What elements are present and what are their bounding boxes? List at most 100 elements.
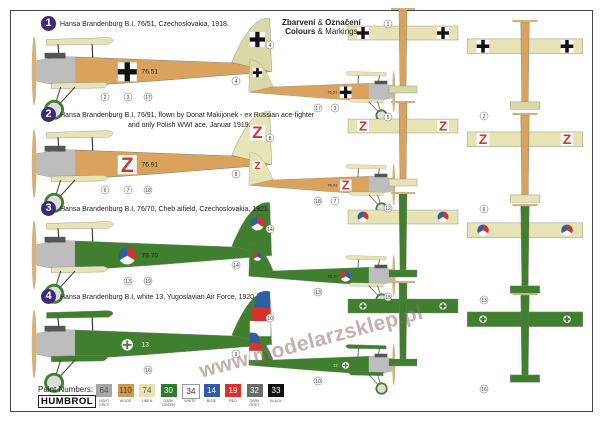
fuselage bbox=[249, 266, 393, 286]
z-marking: Z bbox=[121, 154, 134, 177]
callout-number: 19 bbox=[145, 279, 151, 285]
callout-number: 3 bbox=[127, 95, 130, 101]
swatch-label: LIGHT GREY bbox=[98, 399, 110, 407]
serial-number: 13 bbox=[333, 362, 338, 367]
fuselage bbox=[520, 205, 530, 289]
lower-wing bbox=[51, 82, 108, 90]
engine bbox=[374, 173, 388, 178]
upper-wing bbox=[345, 344, 387, 350]
lower-wing bbox=[348, 371, 384, 376]
callout-number: 8 bbox=[235, 172, 238, 178]
engine bbox=[44, 236, 66, 243]
wheel bbox=[44, 372, 65, 393]
engine bbox=[44, 145, 66, 152]
z-background bbox=[252, 160, 263, 171]
cross-bar bbox=[343, 86, 348, 99]
propeller bbox=[31, 309, 37, 379]
tailplane bbox=[388, 178, 418, 187]
roundel-white bbox=[341, 276, 351, 282]
callout-circle bbox=[231, 349, 241, 359]
lower-wing bbox=[348, 282, 384, 287]
z-marking: Z bbox=[359, 119, 367, 134]
z-marking: Z bbox=[252, 123, 262, 142]
title-amp: & bbox=[317, 18, 323, 27]
engine-cowling bbox=[37, 329, 75, 360]
title-amp: & bbox=[317, 27, 323, 36]
callout-circle bbox=[265, 313, 275, 323]
engine-cowling bbox=[37, 56, 75, 87]
sheet-title: Zbarvení & Označení Colours & Markings bbox=[282, 18, 361, 36]
swatch-dark-green: 30 bbox=[160, 384, 177, 397]
cross-bar bbox=[255, 31, 260, 48]
z-background bbox=[249, 124, 265, 141]
z-background bbox=[339, 179, 352, 192]
callout-number: 6 bbox=[104, 188, 107, 194]
lower-wing bbox=[51, 355, 108, 363]
propeller bbox=[391, 281, 415, 283]
callout-number: 16 bbox=[145, 368, 151, 374]
engine bbox=[374, 353, 388, 358]
fuselage bbox=[520, 294, 530, 378]
callout-circle bbox=[313, 196, 323, 206]
lower-wing bbox=[51, 175, 108, 183]
callout-circle bbox=[123, 92, 133, 102]
title-en-2: Markings bbox=[325, 27, 358, 36]
callout-circle bbox=[143, 276, 153, 286]
upper-wing bbox=[46, 130, 114, 139]
cross-bar bbox=[481, 316, 485, 323]
swatch-label: RED bbox=[229, 399, 237, 403]
roundel-red bbox=[483, 224, 489, 234]
lower-wing bbox=[348, 191, 384, 196]
engine bbox=[44, 52, 66, 59]
callout-number: 13 bbox=[481, 298, 487, 304]
callout-number: 18 bbox=[315, 199, 321, 205]
tailplane bbox=[388, 269, 418, 278]
callout-number: 13 bbox=[125, 279, 131, 285]
swatch-black: 33 bbox=[268, 384, 284, 397]
swatch-label: BLUE bbox=[206, 399, 217, 403]
propeller bbox=[391, 101, 415, 103]
callout-circle bbox=[313, 376, 323, 386]
scheme-number-3: 3 bbox=[41, 201, 56, 216]
cross-bar bbox=[124, 62, 130, 82]
tailplane bbox=[510, 285, 540, 294]
fuselage bbox=[398, 9, 408, 89]
callout-number: 1 bbox=[387, 22, 390, 28]
engine-cowling bbox=[368, 356, 392, 375]
tailplane bbox=[388, 358, 418, 367]
cross-bar bbox=[256, 67, 259, 78]
cross-bar bbox=[362, 303, 364, 309]
top-view bbox=[347, 281, 459, 367]
engine bbox=[374, 264, 388, 269]
callout-circle bbox=[383, 112, 393, 122]
cross-bar bbox=[126, 340, 129, 350]
z-background bbox=[476, 132, 490, 146]
scheme-caption-2: Hansa Brandenburg B.I, 76/91, flown by D… bbox=[60, 112, 315, 119]
side-view-small: 76.51 bbox=[248, 59, 396, 122]
side-view-large: 76.51 bbox=[31, 18, 272, 120]
fuselage bbox=[249, 355, 393, 375]
callout-number: 2 bbox=[483, 114, 486, 120]
tailplane bbox=[510, 194, 540, 203]
z-marking: Z bbox=[342, 178, 350, 193]
fuselage bbox=[520, 21, 530, 105]
title-cz-1: Zbarvení bbox=[282, 18, 316, 27]
roundel-red bbox=[567, 224, 573, 234]
callout-circle bbox=[330, 196, 340, 206]
fuselage bbox=[398, 102, 408, 182]
serial-number: 76.91 bbox=[142, 162, 159, 169]
roundel-white bbox=[478, 230, 488, 236]
humbrol-logo: HUMBROL bbox=[38, 395, 97, 408]
callout-circle bbox=[479, 204, 489, 214]
engine-cowling bbox=[37, 240, 75, 271]
callout-number: 4 bbox=[269, 43, 272, 49]
underside-view bbox=[467, 20, 583, 110]
scheme-caption-1: Hansa Brandenburg B.I, 76/51, Czechoslov… bbox=[60, 21, 229, 28]
side-view-large: 13 bbox=[31, 290, 272, 393]
z-background bbox=[560, 132, 574, 146]
propeller bbox=[512, 293, 538, 296]
swatch-white: 34 bbox=[182, 384, 200, 399]
upper-wing bbox=[345, 164, 387, 170]
